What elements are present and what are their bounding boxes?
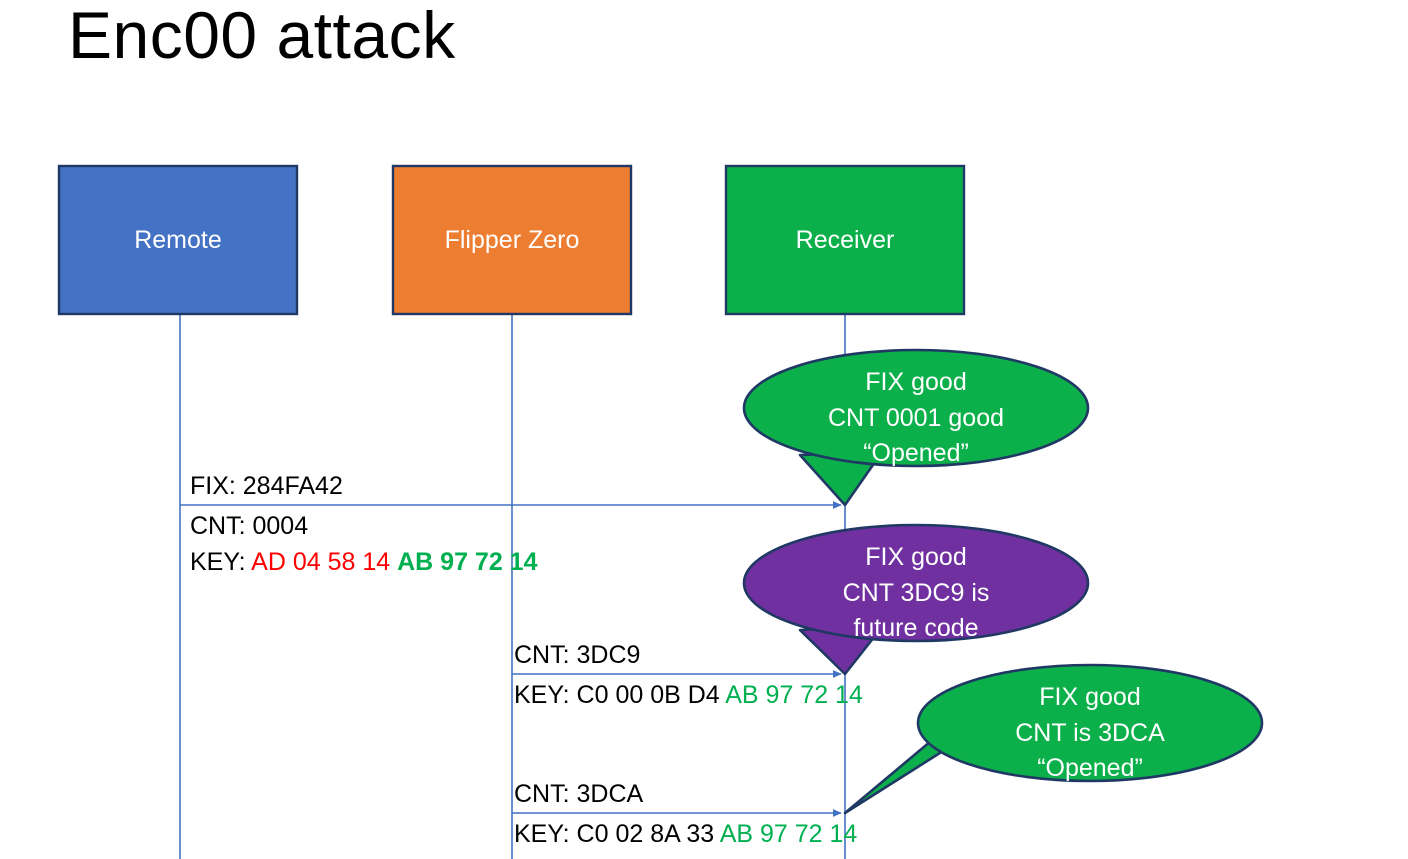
row-key3dc9-seg-1: AB 97 72 14 (725, 681, 863, 709)
actor-box-receiver[interactable] (724, 164, 966, 316)
row-cnt3dc9-seg-0: CNT: 3DC9 (514, 641, 641, 669)
message-label-key-3dca: KEY: C0 02 8A 33 AB 97 72 14 (514, 820, 857, 850)
actor-box-remote[interactable] (57, 164, 299, 316)
actor-boxes (57, 164, 966, 316)
message-label-cnt-0004: CNT: 0004 (190, 512, 308, 542)
row-fix-seg-0: FIX: 284FA42 (190, 472, 343, 500)
speech-bubble-receiver-3[interactable] (843, 663, 1264, 815)
row-key0004-seg-0: KEY: (190, 548, 252, 576)
page-title: Enc00 attack (68, 0, 456, 72)
actor-flipper-label: Flipper Zero (444, 226, 580, 254)
row-cnt0004-seg-0: CNT: 0004 (190, 512, 309, 540)
actor-remote[interactable]: Remote (58, 165, 298, 315)
bubble-body-1 (742, 348, 1090, 468)
actor-receiver[interactable]: Receiver (725, 165, 965, 315)
actor-flipper[interactable]: Flipper Zero (392, 165, 632, 315)
row-key3dc9-seg-0: KEY: C0 00 0B D4 (514, 681, 726, 709)
message-arrows (180, 501, 842, 817)
row-key3dca-seg-0: KEY: C0 02 8A 33 (514, 820, 720, 848)
bubble-body-2 (742, 523, 1090, 643)
message-label-key-3dc9: KEY: C0 00 0B D4 AB 97 72 14 (514, 681, 863, 711)
message-label-fix: FIX: 284FA42 (190, 472, 343, 502)
message-label-cnt-3dc9: CNT: 3DC9 (514, 641, 640, 671)
speech-bubble-receiver-2[interactable] (742, 523, 1090, 676)
actor-receiver-label: Receiver (795, 226, 895, 254)
row-cnt3dca-seg-0: CNT: 3DCA (514, 780, 644, 808)
bubble-body-3 (916, 663, 1264, 783)
row-key3dca-seg-1: AB 97 72 14 (719, 820, 858, 848)
actor-box-flipper[interactable] (391, 164, 633, 316)
row-key0004-seg-1: AD 04 58 14 (251, 548, 398, 576)
message-label-cnt-3dca: CNT: 3DCA (514, 780, 643, 810)
message-label-key-0004: KEY: AD 04 58 14 AB 97 72 14 (190, 548, 537, 578)
row-key0004-seg-2: AB 97 72 14 (397, 548, 538, 576)
speech-bubble-receiver-1[interactable] (742, 348, 1090, 507)
actor-remote-label: Remote (134, 226, 222, 254)
